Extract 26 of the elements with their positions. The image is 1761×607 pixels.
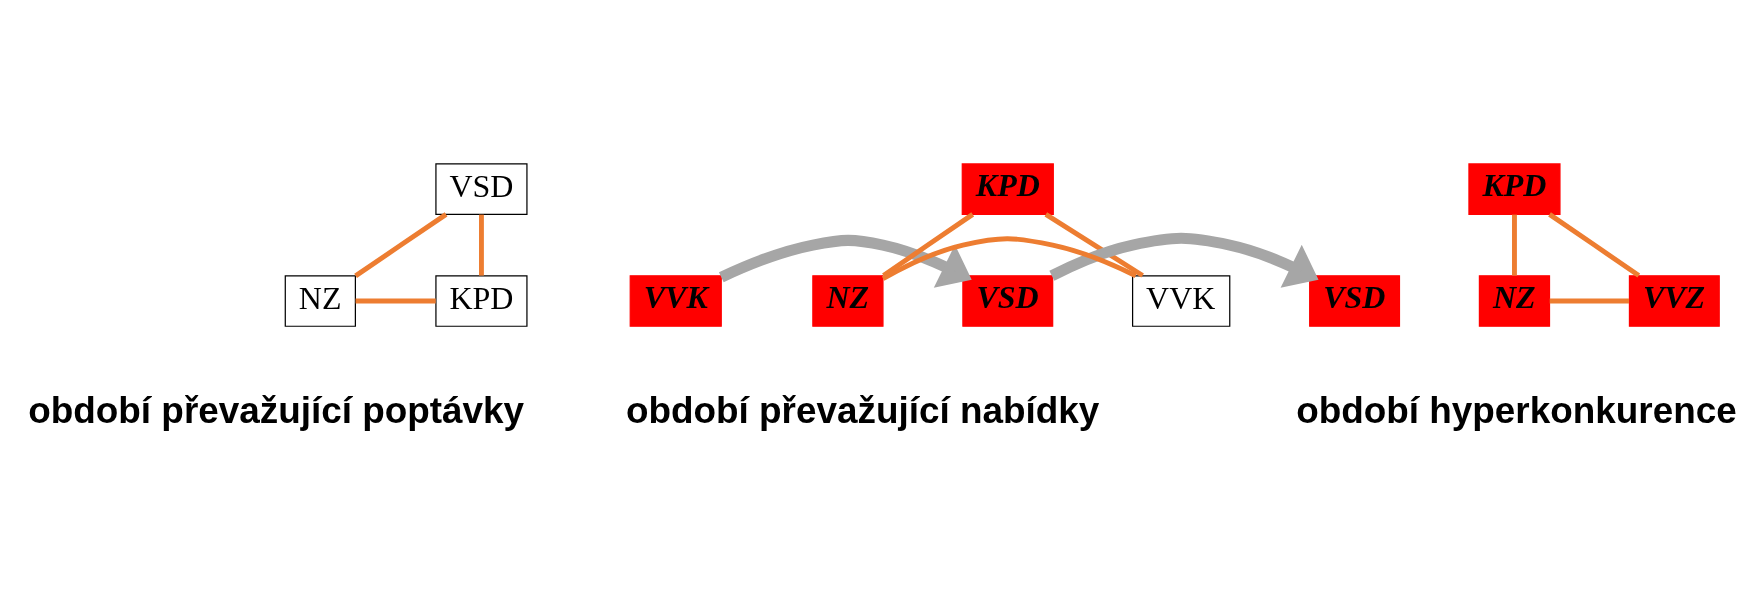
- connector: [882, 212, 975, 278]
- connector: [1512, 214, 1517, 276]
- label: období převažující poptávky: [28, 390, 525, 432]
- connector: [1549, 298, 1630, 304]
- connector: [881, 236, 1137, 281]
- label: období převažující nabídky: [625, 390, 1100, 432]
- node-box: VVZ: [1628, 275, 1720, 327]
- node-box: VVK: [1132, 275, 1231, 327]
- node-box: VSD: [962, 275, 1054, 327]
- connector: [355, 298, 436, 304]
- node-box: VVK: [629, 275, 722, 327]
- node-box: KPD: [435, 275, 528, 327]
- node-box: KPD: [1468, 163, 1561, 215]
- arrow: [719, 234, 972, 288]
- connector: [1044, 212, 1144, 278]
- node-box: KPD: [961, 163, 1054, 215]
- node-box: NZ: [1478, 275, 1551, 327]
- node-box: NZ: [284, 275, 356, 327]
- connector: [354, 212, 448, 278]
- connector: [478, 214, 484, 276]
- node-box: VSD: [1309, 275, 1401, 327]
- node-box: VSD: [435, 163, 528, 215]
- label: období hyperkonkurence: [1296, 390, 1737, 432]
- connector: [1548, 212, 1641, 278]
- node-box: NZ: [812, 275, 884, 327]
- arrow: [1049, 232, 1319, 288]
